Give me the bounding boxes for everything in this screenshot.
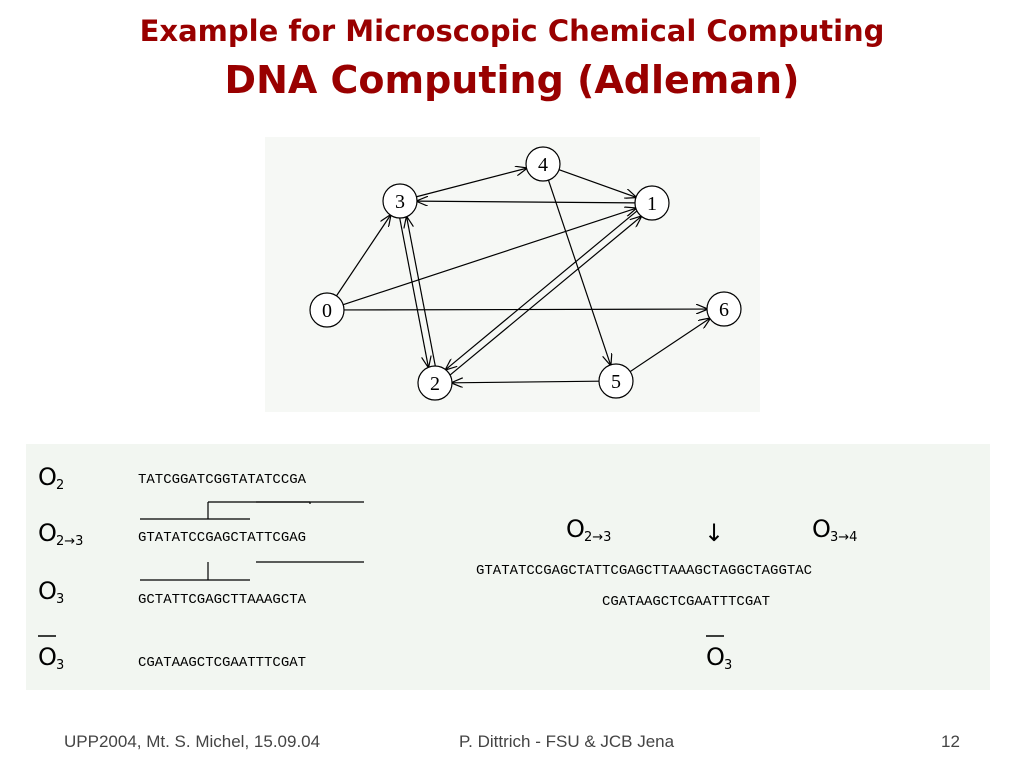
node-5-label: 5 — [611, 371, 621, 393]
edge-1-to-2 — [446, 210, 638, 369]
svg-text:O: O — [706, 643, 725, 671]
edge-5-to-2 — [452, 381, 600, 383]
node-3-label: 3 — [395, 191, 405, 213]
edge-2-to-1 — [449, 217, 641, 376]
edge-3-to-4 — [416, 168, 526, 198]
edge-0-to-1 — [342, 208, 636, 306]
svg-text:O: O — [38, 643, 57, 671]
node-6-label: 6 — [719, 299, 729, 321]
ligation-arrow: ↓ — [704, 519, 724, 547]
node-1-circle — [634, 185, 670, 221]
overlap-bracket-1 — [140, 501, 364, 520]
edge-0-to-6 — [343, 309, 707, 310]
label-o2-3-right: O 2→3 — [566, 515, 611, 545]
footer-conference: UPP2004, Mt. S. Michel, 15.09.04 — [64, 732, 321, 751]
overlap-bracket-2 — [140, 561, 364, 581]
edge-4-to-5 — [547, 179, 610, 365]
node-5-circle — [598, 363, 634, 399]
node-3-circle — [382, 183, 418, 219]
slide-subtitle: DNA Computing (Adleman) — [224, 58, 800, 102]
oligo-o3-sequence: GCTATTCGAGCTTAAAGCTA — [138, 592, 307, 608]
svg-text:2→3: 2→3 — [56, 534, 83, 549]
oligo-o2-sequence: TATCGGATCGGTATATCCGA — [138, 472, 307, 488]
node-1-label: 1 — [647, 193, 657, 215]
splint-sequence: CGATAAGCTCGAATTTCGAT — [602, 594, 770, 610]
oligo-o2-3-sequence: GTATATCCGAGCTATTCGAG — [138, 530, 306, 546]
edge-5-to-6 — [629, 318, 710, 373]
label-o3-4-right: O 3→4 — [812, 515, 857, 545]
edge-3-to-2 — [399, 218, 429, 367]
label-o2: O 2 — [38, 463, 64, 493]
ligated-sequence: GTATATCCGAGCTATTCGAGCTTAAAGCTAGGCTAGGTAC — [476, 563, 812, 579]
svg-text:3: 3 — [56, 592, 64, 607]
svg-text:2→3: 2→3 — [584, 530, 611, 545]
edge-2-to-3 — [407, 217, 436, 366]
label-o3-complement-right: O 3 — [706, 635, 732, 673]
edge-4-to-1 — [558, 169, 636, 198]
label-o3: O 3 — [38, 577, 64, 607]
label-o3-complement: O 3 — [38, 635, 64, 673]
svg-text:O: O — [566, 515, 585, 543]
node-4-circle — [525, 146, 561, 182]
node-0-label: 0 — [322, 300, 332, 322]
node-4-label: 4 — [538, 154, 548, 176]
node-6-circle — [706, 291, 742, 327]
node-2-circle — [417, 365, 453, 401]
edge-0-to-3 — [335, 215, 390, 297]
edge-1-to-3 — [417, 201, 636, 203]
svg-text:O: O — [38, 463, 57, 491]
directed-graph: 0 1 2 3 4 5 6 — [309, 146, 742, 401]
slide-title: Example for Microscopic Chemical Computi… — [139, 14, 885, 48]
dna-oligo-panel: O 2 TATCGGATCGGTATATCCGA O 2→3 GTATATCCG… — [26, 444, 990, 690]
svg-text:2: 2 — [56, 478, 64, 493]
svg-text:3→4: 3→4 — [830, 530, 857, 545]
oligo-o3-complement-sequence: CGATAAGCTCGAATTTCGAT — [138, 655, 306, 671]
dna-oligo-diagram: O 2 TATCGGATCGGTATATCCGA O 2→3 GTATATCCG… — [38, 463, 857, 673]
label-o2-3: O 2→3 — [38, 519, 83, 549]
hamiltonian-graph-panel: 0 1 2 3 4 5 6 — [265, 137, 760, 412]
node-0-circle — [309, 292, 345, 328]
footer-author: P. Dittrich - FSU & JCB Jena — [459, 732, 675, 751]
svg-text:3: 3 — [724, 658, 732, 673]
node-2-label: 2 — [430, 373, 440, 395]
page-number: 12 — [941, 732, 960, 751]
svg-text:O: O — [38, 577, 57, 605]
svg-text:3: 3 — [56, 658, 64, 673]
svg-text:O: O — [38, 519, 57, 547]
svg-text:O: O — [812, 515, 831, 543]
